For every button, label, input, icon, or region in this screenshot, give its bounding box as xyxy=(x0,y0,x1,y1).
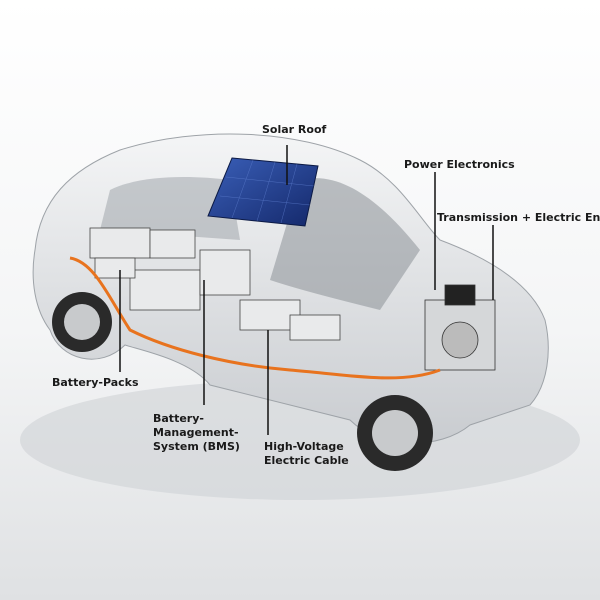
battery-packs-graphic xyxy=(89,227,341,341)
label-power-electronics: Power Electronics xyxy=(404,158,515,171)
label-bms-line3: System (BMS) xyxy=(153,440,240,453)
side-window xyxy=(100,177,240,240)
solar-grid xyxy=(219,159,315,224)
engine-graphic xyxy=(424,284,496,371)
leader-lines xyxy=(119,145,494,435)
label-solar-roof: Solar Roof xyxy=(262,123,327,136)
label-cable-line1: High-Voltage xyxy=(264,440,344,453)
label-transmission-electric-engine: Transmission + Electric Engine xyxy=(437,211,600,224)
label-bms-line2: Management- xyxy=(153,426,239,439)
front-wheel xyxy=(357,395,433,471)
label-cable-line2: Electric Cable xyxy=(264,454,349,467)
label-high-voltage-cable: High-Voltage Electric Cable xyxy=(264,440,349,468)
label-bms: Battery- Management- System (BMS) xyxy=(153,412,240,454)
label-battery-packs: Battery-Packs xyxy=(52,376,139,389)
rear-wheel xyxy=(52,292,112,352)
label-bms-line1: Battery- xyxy=(153,412,204,425)
high-voltage-cable xyxy=(69,256,441,380)
